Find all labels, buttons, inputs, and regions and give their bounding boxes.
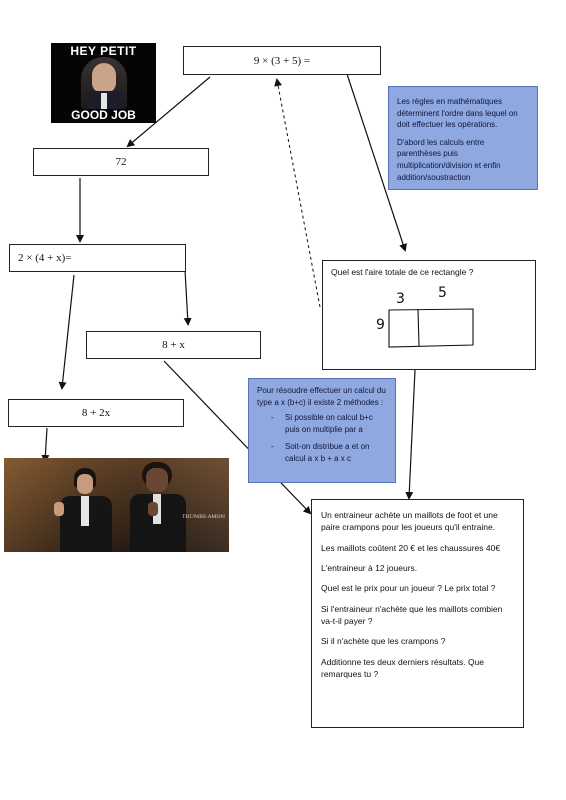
meme-image-top: HEY PETIT GOOD JOB (51, 43, 156, 123)
result-72-text: 72 (115, 156, 127, 168)
meme-bottom-text: GOOD JOB (71, 108, 136, 122)
box-expression-2: 2 × (4 + x)= (9, 244, 186, 272)
arrow-expression2-to-8-2x (58, 274, 75, 390)
method-note-item: Soit-on distribue a et on calcul a x b +… (257, 441, 387, 464)
rectangle-label-left: 3 (396, 291, 405, 307)
problem-line: Quel est le prix pour un joueur ? Le pri… (321, 583, 496, 594)
box-expression-8x: 8 + x (86, 331, 261, 359)
arrow-expression2-to-8x (183, 269, 192, 326)
rules-note-p2: D'abord les calculs entre parenthèses pu… (397, 137, 501, 182)
arrow-8-2x-to-image (41, 427, 50, 463)
figure-right (126, 462, 188, 552)
meme-image-bottom: THUMBS·AMON (4, 458, 229, 552)
rectangle-label-right: 5 (438, 285, 447, 301)
rectangle-divider (417, 308, 420, 347)
box-top-expression: 9 × (3 + 5) = (183, 46, 381, 75)
box-expression-8-2x: 8 + 2x (8, 399, 184, 427)
top-expression-text: 9 × (3 + 5) = (253, 54, 311, 67)
arrow-top-to-72 (126, 76, 211, 148)
figure-left (54, 468, 116, 552)
method-note-item: Si possible on calcul b+c puis on multip… (257, 412, 387, 435)
box-rectangle-question: Quel est l'aire totale de ce rectangle ?… (322, 260, 536, 370)
rectangle-sketch: 3 5 9 (376, 285, 474, 348)
arrow-top-to-rectangle (346, 73, 407, 252)
method-note: Pour résoudre effectuer un calcul du typ… (248, 378, 396, 483)
box-problem: Un entraineur achète un maillots de foot… (311, 499, 524, 728)
method-note-intro: Pour résoudre effectuer un calcul du typ… (257, 386, 386, 407)
problem-line: Un entraineur achète un maillots de foot… (321, 510, 498, 533)
problem-line: Additionne tes deux derniers résultats. … (321, 656, 485, 679)
rules-note-p1: Les règles en mathématiques déterminent … (397, 97, 518, 130)
expression-8x-text: 8 + x (162, 339, 185, 351)
rectangle-question-text: Quel est l'aire totale de ce rectangle ? (331, 267, 474, 277)
arrow-rectangle-to-top-dashed (274, 78, 321, 308)
rules-note: Les règles en mathématiques déterminent … (388, 86, 538, 190)
rectangle-outline (388, 308, 474, 348)
problem-line: Si l'entraineur n'achète que les maillot… (321, 603, 503, 626)
problem-line: L'entraineur à 12 joueurs. (321, 562, 418, 573)
problem-line: Les maillots coûtent 20 € et les chaussu… (321, 542, 501, 553)
meme-portrait (81, 57, 127, 109)
box-result-72: 72 (33, 148, 209, 176)
watermark-text: THUMBS·AMON (182, 514, 225, 520)
expression-2-text: 2 × (4 + x)= (18, 252, 72, 264)
rectangle-label-side: 9 (376, 317, 385, 333)
expression-8-2x-text: 8 + 2x (81, 407, 111, 419)
arrow-rectangle-to-problem (405, 369, 416, 500)
problem-line: Si il n'achète que les crampons ? (321, 636, 446, 647)
arrow-8x-to-problem (163, 360, 312, 515)
method-note-list: Si possible on calcul b+c puis on multip… (257, 412, 387, 464)
meme-top-text: HEY PETIT (70, 44, 137, 58)
